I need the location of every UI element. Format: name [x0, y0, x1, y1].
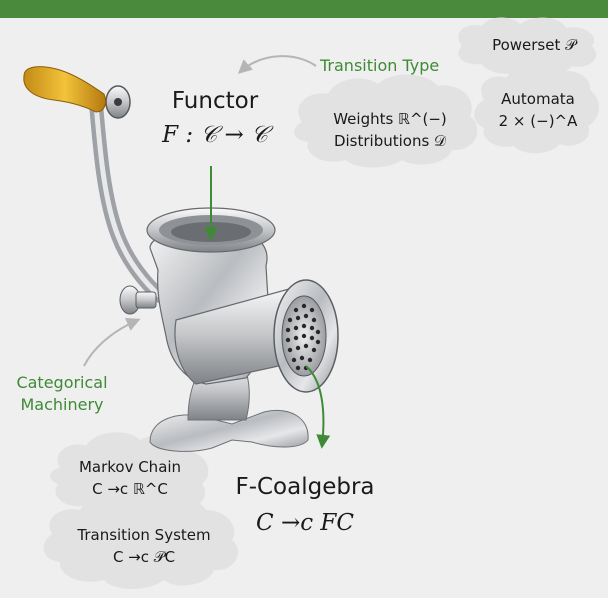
automata-cloud-text: Automata 2 × (−)^A — [478, 88, 598, 132]
transition-system-formula: C →c 𝒫C — [46, 546, 242, 568]
arrow-categorical-machinery — [84, 320, 138, 366]
transition-system-label: Transition System — [46, 524, 242, 546]
distributions-label: Distributions 𝒟 — [300, 130, 480, 152]
categorical-machinery-line2: Machinery — [0, 394, 124, 416]
automata-formula: 2 × (−)^A — [478, 110, 598, 132]
coalgebra-title: F-Coalgebra — [225, 474, 385, 500]
weights-cloud-text: Weights ℝ^(−) Distributions 𝒟 — [300, 108, 480, 152]
markov-formula: C →c ℝ^C — [50, 478, 210, 500]
automata-label: Automata — [478, 88, 598, 110]
functor-title: Functor — [140, 88, 290, 114]
functor-formula: F : 𝒞 → 𝒞 — [140, 122, 290, 148]
weights-label: Weights ℝ^(−) — [300, 108, 480, 130]
transition-system-cloud-text: Transition System C →c 𝒫C — [46, 524, 242, 568]
powerset-label: Powerset 𝒫 — [470, 36, 598, 54]
markov-label: Markov Chain — [50, 456, 210, 478]
markov-cloud-text: Markov Chain C →c ℝ^C — [50, 456, 210, 500]
transition-type-label: Transition Type — [320, 56, 439, 75]
categorical-machinery-label: Categorical Machinery — [0, 372, 124, 416]
arrow-transition-type — [240, 56, 316, 72]
coalgebra-formula: C →c FC — [225, 510, 385, 536]
categorical-machinery-line1: Categorical — [0, 372, 124, 394]
